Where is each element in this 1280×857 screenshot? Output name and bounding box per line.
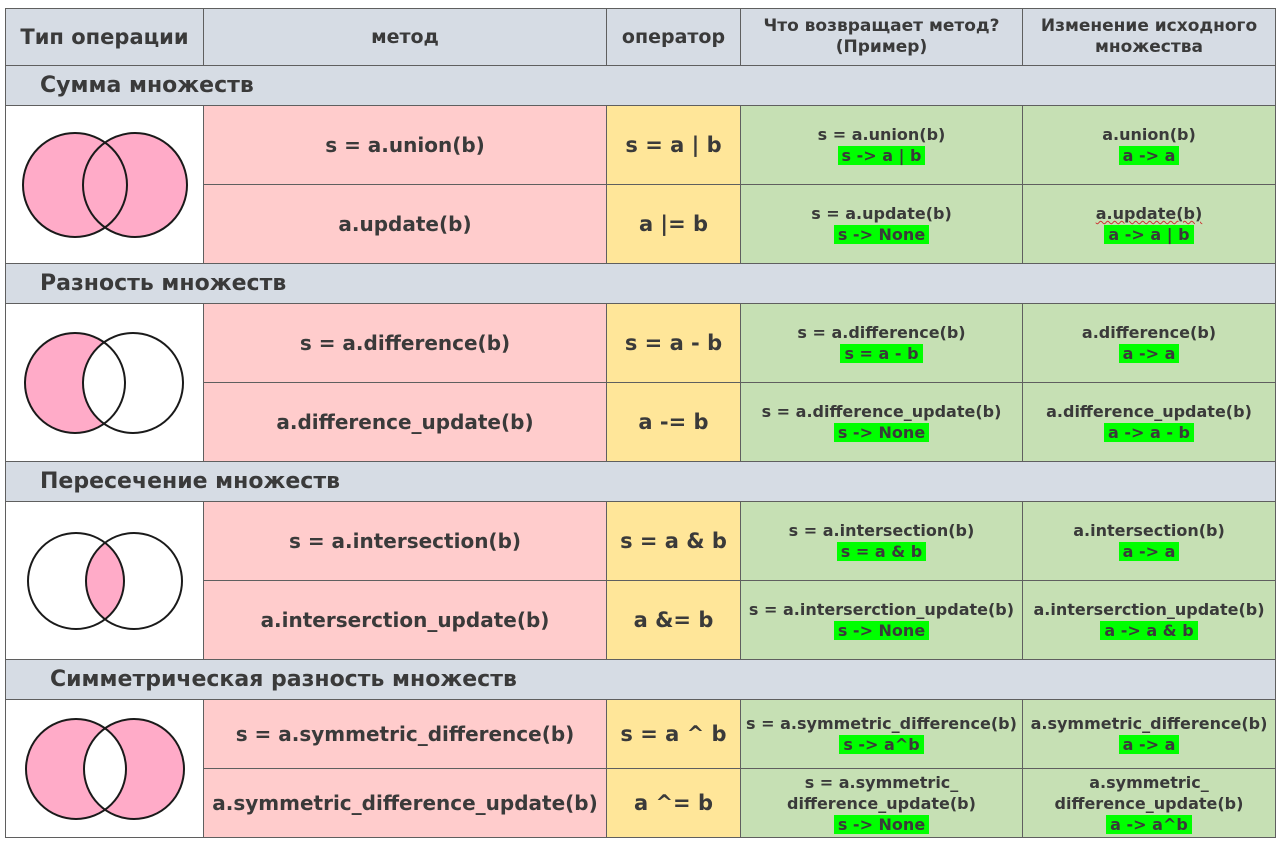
returns-example: s = a.union(b)	[817, 125, 946, 144]
method-cell: a.interserction_update(b)	[203, 580, 607, 660]
change-result: a -> a & b	[1100, 621, 1198, 640]
header-returns: Что возвращает метод? (Пример)	[740, 8, 1023, 66]
table-row: a.symmetric_difference_update(b) a ^= b …	[6, 768, 1276, 838]
change-cell: a.symmetric_difference(b) a -> a	[1022, 699, 1276, 769]
change-example: a.update(b)	[1095, 204, 1203, 223]
change-result: a -> a	[1118, 146, 1180, 165]
section-title: Симметрическая разность множеств	[5, 659, 1276, 700]
venn-union-icon	[21, 131, 188, 238]
operator-cell: s = a - b	[606, 303, 741, 383]
intersection-venn-diagram	[5, 501, 204, 660]
returns-cell: s = a.symmetric_difference(b) s -> a^b	[740, 699, 1023, 769]
change-result: a -> a	[1118, 542, 1180, 561]
change-cell: a.symmetric_ difference_update(b) a -> a…	[1022, 768, 1276, 838]
change-cell: a.union(b) a -> a	[1022, 105, 1276, 185]
change-example: a.interserction_update(b)	[1033, 600, 1265, 619]
section-symmetric-title-row: Симметрическая разность множеств	[5, 659, 1276, 700]
change-result: a -> a	[1118, 344, 1180, 363]
section-union-title-row: Сумма множеств	[5, 65, 1276, 106]
operator-cell: a ^= b	[606, 768, 741, 838]
change-result: a -> a^b	[1106, 814, 1192, 834]
venn-intersection-icon	[26, 531, 183, 630]
venn-difference-icon	[23, 331, 184, 434]
method-cell: a.update(b)	[203, 184, 607, 264]
section-title: Пересечение множеств	[5, 461, 1276, 502]
returns-example-line1: s = a.symmetric_	[804, 772, 959, 792]
change-cell: a.interserction_update(b) a -> a & b	[1022, 580, 1276, 660]
returns-example: s = a.symmetric_difference(b)	[746, 714, 1017, 733]
returns-example: s = a.update(b)	[811, 204, 952, 223]
method-cell: a.symmetric_difference_update(b)	[203, 768, 607, 838]
returns-result: s = a & b	[836, 542, 927, 561]
change-cell: a.difference(b) a -> a	[1022, 303, 1276, 383]
section-title: Сумма множеств	[5, 65, 1276, 106]
header-type: Тип операции	[5, 8, 204, 66]
returns-result: s -> None	[833, 621, 930, 640]
returns-result: s = a - b	[840, 344, 923, 363]
returns-cell: s = a.interserction_update(b) s -> None	[740, 580, 1023, 660]
table-row: s = a.union(b) s = a | b s = a.union(b) …	[5, 105, 1276, 264]
symmetric-venn-diagram	[5, 699, 204, 838]
table-row: a.interserction_update(b) a &= b s = a.i…	[6, 580, 1276, 660]
method-cell: s = a.intersection(b)	[203, 501, 607, 581]
method-cell: s = a.symmetric_difference(b)	[203, 699, 607, 769]
returns-result: s -> None	[833, 225, 930, 244]
returns-example-line2: difference_update(b)	[787, 793, 976, 813]
change-example: a.intersection(b)	[1073, 521, 1225, 540]
table-row: a.difference_update(b) a -= b s = a.diff…	[6, 382, 1276, 462]
returns-cell: s = a.difference(b) s = a - b	[740, 303, 1023, 383]
change-example: a.difference_update(b)	[1046, 402, 1252, 421]
returns-result: s -> a | b	[837, 146, 926, 165]
change-result: a -> a	[1118, 735, 1180, 754]
operator-cell: a |= b	[606, 184, 741, 264]
change-example: a.difference(b)	[1081, 323, 1217, 342]
operator-cell: a -= b	[606, 382, 741, 462]
returns-cell: s = a.update(b) s -> None	[740, 184, 1023, 264]
returns-cell: s = a.difference_update(b) s -> None	[740, 382, 1023, 462]
operator-cell: s = a | b	[606, 105, 741, 185]
set-operations-table: Тип операции метод оператор Что возвраща…	[5, 8, 1276, 838]
change-result: a -> a - b	[1103, 423, 1194, 442]
operator-cell: s = a & b	[606, 501, 741, 581]
returns-example: s = a.interserction_update(b)	[748, 600, 1015, 619]
table-row: s = a.symmetric_difference(b) s = a ^ b …	[5, 699, 1276, 838]
change-example: a.symmetric_difference(b)	[1030, 714, 1268, 733]
returns-cell: s = a.intersection(b) s = a & b	[740, 501, 1023, 581]
method-cell: s = a.difference(b)	[203, 303, 607, 383]
table-header-row: Тип операции метод оператор Что возвраща…	[5, 8, 1276, 66]
header-change: Изменение исходного множества	[1022, 8, 1276, 66]
change-cell: a.update(b) a -> a | b	[1022, 184, 1276, 264]
section-title: Разность множеств	[5, 263, 1276, 304]
change-example-line2: difference_update(b)	[1054, 793, 1244, 813]
returns-cell: s = a.union(b) s -> a | b	[740, 105, 1023, 185]
change-result: a -> a | b	[1104, 225, 1194, 244]
returns-result: s -> None	[833, 423, 930, 442]
table-row: s = a.difference(b) s = a - b s = a.diff…	[5, 303, 1276, 462]
returns-example: s = a.intersection(b)	[788, 521, 975, 540]
section-intersection-title-row: Пересечение множеств	[5, 461, 1276, 502]
operator-cell: s = a ^ b	[606, 699, 741, 769]
venn-symmetric-icon	[24, 717, 185, 820]
method-cell: a.difference_update(b)	[203, 382, 607, 462]
table-row: s = a.intersection(b) s = a & b s = a.in…	[5, 501, 1276, 660]
union-venn-diagram	[5, 105, 204, 264]
table-row: a.update(b) a |= b s = a.update(b) s -> …	[6, 184, 1276, 264]
returns-example: s = a.difference(b)	[797, 323, 966, 342]
change-cell: a.difference_update(b) a -> a - b	[1022, 382, 1276, 462]
header-operator: оператор	[606, 8, 741, 66]
header-method: метод	[203, 8, 607, 66]
returns-example: s = a.difference_update(b)	[761, 402, 1002, 421]
operator-cell: a &= b	[606, 580, 741, 660]
difference-venn-diagram	[5, 303, 204, 462]
returns-result: s -> None	[833, 814, 930, 834]
change-example: a.union(b)	[1102, 125, 1196, 144]
change-example-line1: a.symmetric_	[1089, 772, 1209, 792]
returns-result: s -> a^b	[839, 735, 924, 754]
section-difference-title-row: Разность множеств	[5, 263, 1276, 304]
change-cell: a.intersection(b) a -> a	[1022, 501, 1276, 581]
method-cell: s = a.union(b)	[203, 105, 607, 185]
returns-cell: s = a.symmetric_ difference_update(b) s …	[740, 768, 1023, 838]
